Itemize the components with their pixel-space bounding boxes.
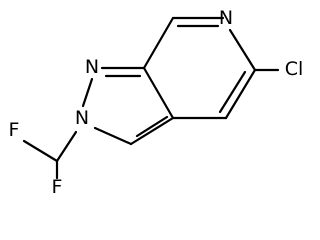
bond-c5-c4-inner — [218, 70, 247, 114]
bond-n1-n2 — [81, 77, 94, 108]
bond-chf2-f1 — [22, 139, 59, 163]
bond-c3-c3a — [129, 116, 175, 146]
atom-n1-label: N — [85, 56, 99, 78]
atom-n2-label: N — [75, 107, 89, 129]
atom-f1-label: F — [9, 119, 20, 141]
atom-cl-label: Cl — [285, 58, 304, 80]
bond-c3a-c7a — [142, 66, 175, 120]
bond-c3-c3a-inner — [135, 115, 169, 138]
bond-n6-c5 — [228, 28, 257, 72]
molecule-structure: N N N Cl F F — [9, 7, 304, 198]
atom-n6-label: N — [219, 7, 233, 29]
bond-n2-c3 — [93, 126, 133, 146]
atom-f2-label: F — [52, 176, 63, 198]
bond-c7a-c7 — [142, 16, 175, 70]
bond-n2-chf2 — [55, 130, 78, 163]
bond-c5-c4 — [224, 68, 257, 120]
